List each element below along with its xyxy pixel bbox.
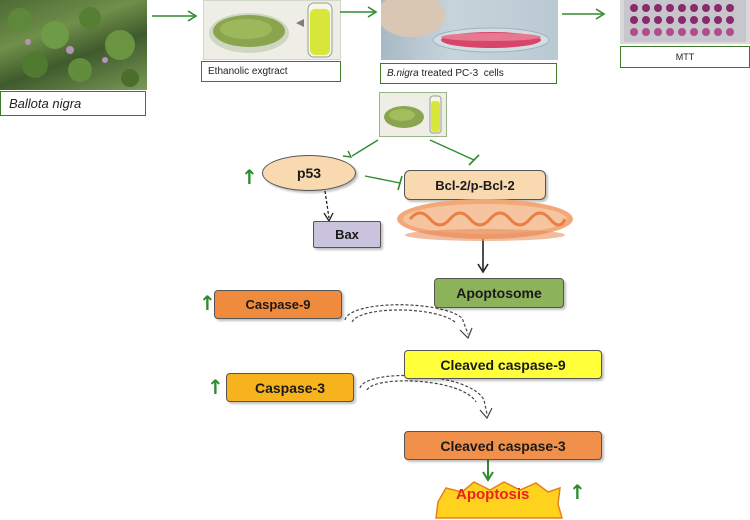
extract-label: Ethanolic exgtract <box>208 66 288 77</box>
apoptosis-label: Apoptosis <box>456 486 530 503</box>
cleaved-caspase9-label: Cleaved caspase-9 <box>440 356 566 373</box>
flow-arrow-2 <box>340 6 378 18</box>
extract-photo <box>203 0 341 60</box>
cleaved-caspase3-node: Cleaved caspase-3 <box>404 431 602 460</box>
caspase9-up-arrow: ↑ <box>199 291 216 315</box>
extract-thumbnail-graphic <box>384 95 442 134</box>
petri-dish-graphic <box>381 0 550 53</box>
treated-caption-box: B.nigra treated PC-3 cells <box>380 63 557 84</box>
cleaved-caspase9-node: Cleaved caspase-9 <box>404 350 602 379</box>
apoptosome-node: Apoptosome <box>434 278 564 308</box>
well-plate-graphic <box>624 0 746 42</box>
p53-node: p53 <box>262 155 356 191</box>
bax-node: Bax <box>313 221 381 248</box>
caspase9-node: Caspase-9 <box>214 290 342 319</box>
mtt-plate-photo <box>620 0 750 44</box>
pathway-connectors <box>323 139 494 482</box>
plant-caption-box: Ballota nigra <box>0 91 146 116</box>
apoptosis-node: Apoptosis <box>432 480 564 520</box>
arrow-caspase9-to-cleaved <box>344 304 469 335</box>
plant-label: Ballota nigra <box>9 96 82 111</box>
treated-label-italic: B.nigra <box>387 68 419 79</box>
p53-label: p53 <box>296 165 322 181</box>
plant-leaves-graphic <box>8 7 139 87</box>
mtt-caption-box: MTT <box>620 46 750 68</box>
arrow-extract-to-p53 <box>351 139 379 157</box>
bcl2-node: Bcl-2/p-Bcl-2 <box>404 170 546 200</box>
caspase3-node: Caspase-3 <box>226 373 354 402</box>
mitochondria-graphic <box>397 199 573 241</box>
extract-graphic <box>209 2 333 58</box>
flow-arrow-1 <box>152 10 198 22</box>
treated-cells-photo <box>381 0 558 60</box>
cleaved-caspase3-label: Cleaved caspase-3 <box>440 437 566 454</box>
caspase3-up-arrow: ↑ <box>207 375 224 399</box>
apoptosis-up-arrow: ↑ <box>569 480 586 504</box>
bcl2-label: Bcl-2/p-Bcl-2 <box>435 177 515 193</box>
inhibit-extract-to-bcl2 <box>429 139 475 161</box>
mtt-label: MTT <box>675 52 695 62</box>
caspase3-label: Caspase-3 <box>254 379 326 396</box>
treated-label-rest: treated PC-3 cells <box>418 68 504 79</box>
p53-up-arrow: ↑ <box>241 165 258 189</box>
bax-label: Bax <box>335 227 359 242</box>
ballota-nigra-photo <box>0 0 147 90</box>
apoptosome-label: Apoptosome <box>456 285 542 301</box>
flow-arrow-3 <box>562 8 606 20</box>
caspase9-label: Caspase-9 <box>245 297 311 312</box>
extract-thumbnail <box>379 92 447 137</box>
extract-caption-box: Ethanolic exgtract <box>201 61 341 82</box>
inhibit-p53-to-bcl2 <box>364 175 401 184</box>
arrow-p53-to-bax <box>324 190 330 219</box>
